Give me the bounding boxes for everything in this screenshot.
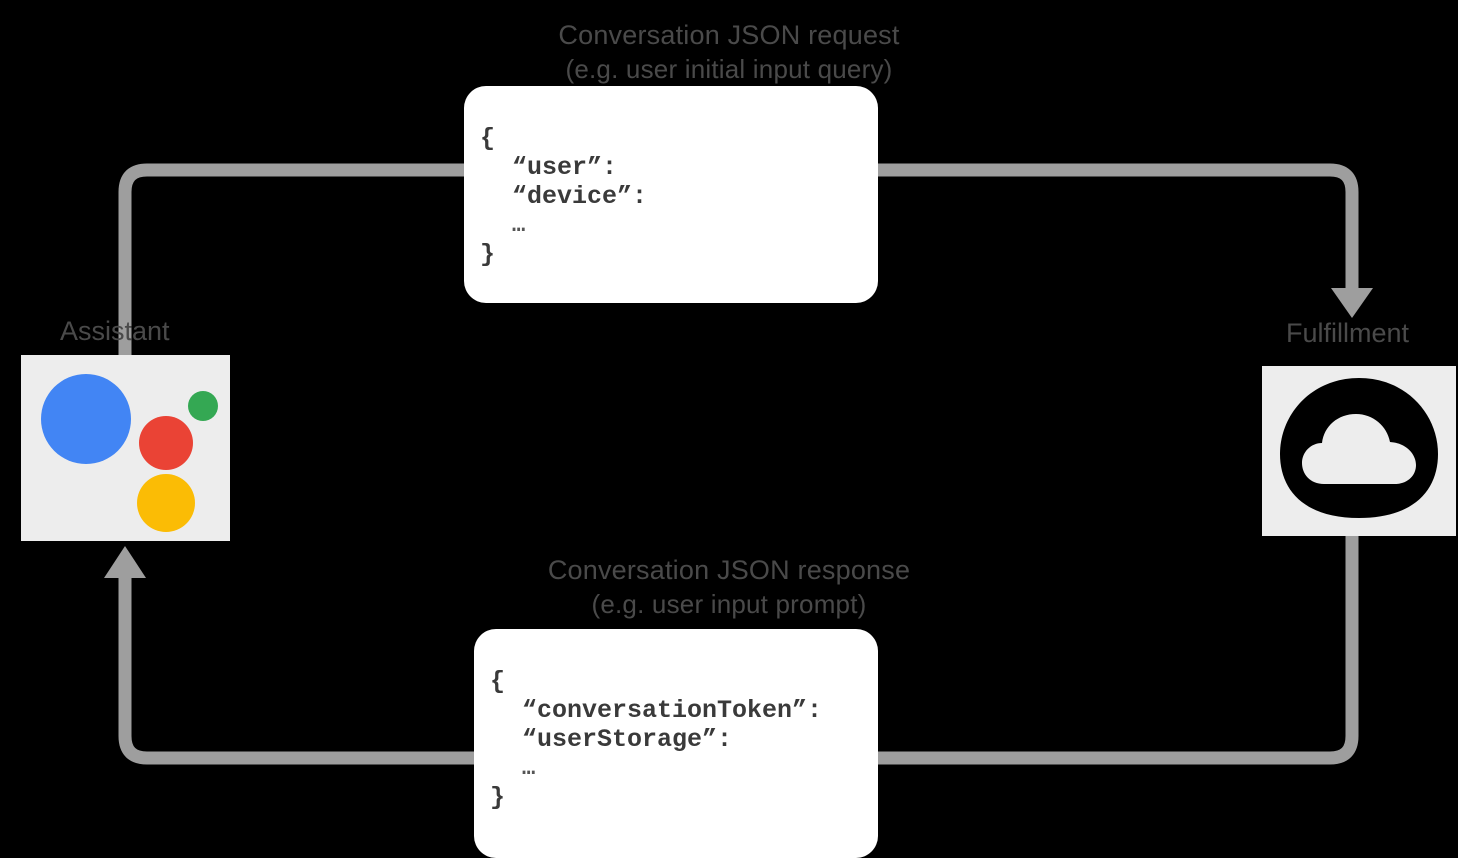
response-json-bubble: { “conversationToken”: “userStorage”: … … (474, 629, 878, 858)
json-close-brace: } (490, 783, 506, 812)
cloud-functions-cloud (1302, 414, 1416, 484)
assistant-green-dot (188, 391, 218, 421)
response-caption-line2: (e.g. user input prompt) (591, 588, 867, 619)
fulfillment-node-label: Fulfillment (1286, 318, 1410, 348)
json-close-brace: } (480, 240, 496, 269)
response-caption-line1: Conversation JSON response (547, 555, 911, 585)
json-ellipsis: … (512, 213, 526, 238)
google-assistant-icon (21, 355, 230, 541)
cloud-functions-glyph (1280, 378, 1438, 518)
request-json-bubble: { “user”: “device”: … } (464, 86, 878, 303)
request-caption-line1: Conversation JSON request (558, 20, 900, 50)
request-arrowhead (1331, 288, 1373, 318)
assistant-node-label: Assistant (60, 316, 170, 346)
request-caption: Conversation JSON request (e.g. user ini… (0, 18, 1458, 86)
json-key-user-storage: “userStorage”: (522, 725, 733, 754)
json-key-conversation-token: “conversationToken”: (522, 696, 823, 725)
cloud-functions-icon (1262, 366, 1456, 536)
json-ellipsis: … (522, 756, 536, 781)
response-caption: Conversation JSON response (e.g. user in… (0, 553, 1458, 621)
json-open-brace: { (490, 667, 506, 696)
json-key-user: “user”: (512, 153, 618, 182)
assistant-blue-dot (41, 374, 131, 464)
request-caption-line2: (e.g. user initial input query) (565, 53, 893, 84)
json-open-brace: { (480, 124, 496, 153)
assistant-yellow-dot (137, 474, 195, 532)
google-assistant-glyph (41, 374, 218, 532)
json-key-device: “device”: (512, 182, 648, 211)
assistant-red-dot (139, 416, 193, 470)
